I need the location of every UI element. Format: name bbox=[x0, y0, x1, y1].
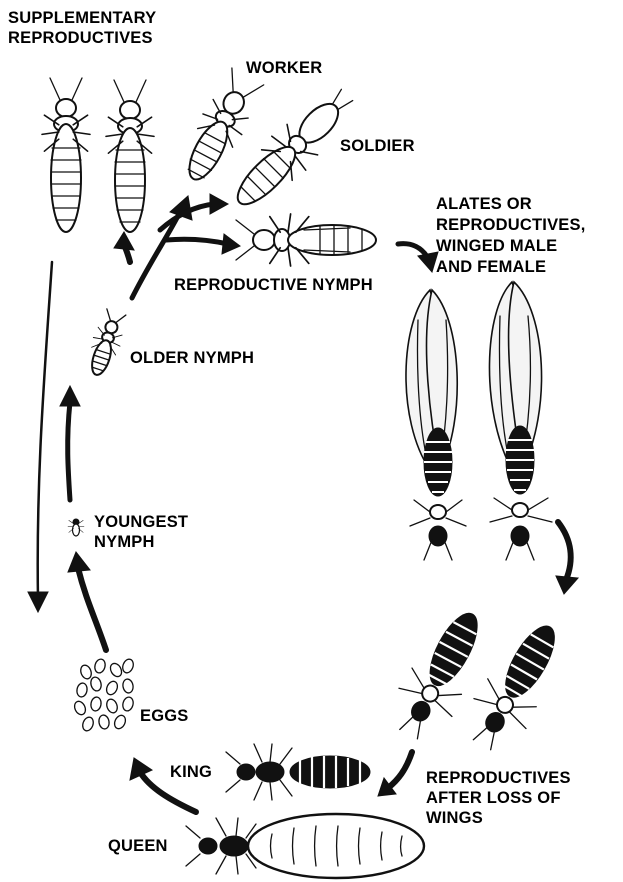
label-supplementary-reproductives: SUPPLEMENTARY REPRODUCTIVES bbox=[8, 8, 156, 48]
label-reproductives-after-loss: REPRODUCTIVES AFTER LOSS OF WINGS bbox=[426, 768, 571, 828]
dealate-left bbox=[382, 600, 499, 748]
label-king: KING bbox=[170, 762, 212, 782]
label-eggs: EGGS bbox=[140, 706, 188, 726]
label-alates: ALATES OR REPRODUCTIVES, WINGED MALE AND… bbox=[436, 194, 586, 278]
alate-male bbox=[406, 290, 466, 560]
arrow-youngest-to-older bbox=[68, 402, 70, 500]
arrow-eggs-to-youngest bbox=[78, 568, 106, 650]
label-older-nymph: OLDER NYMPH bbox=[130, 348, 254, 368]
arrow-supplementary-down bbox=[38, 262, 52, 600]
alate-female bbox=[489, 282, 552, 560]
supplementary-reproductive-left bbox=[42, 78, 90, 232]
eggs-cluster bbox=[73, 658, 136, 733]
queen-termite bbox=[186, 814, 424, 878]
king-termite bbox=[226, 744, 370, 800]
supplementary-reproductive-right bbox=[106, 80, 154, 232]
reproductive-nymph bbox=[236, 214, 376, 266]
youngest-nymph bbox=[68, 519, 84, 536]
older-nymph bbox=[83, 308, 130, 379]
label-queen: QUEEN bbox=[108, 836, 168, 856]
arrow-wingless-to-royals bbox=[388, 752, 412, 788]
label-reproductive-nymph: REPRODUCTIVE NYMPH bbox=[174, 275, 373, 295]
label-worker: WORKER bbox=[246, 58, 322, 78]
label-youngest-nymph: YOUNGEST NYMPH bbox=[94, 512, 188, 552]
arrow-alates-to-wingless bbox=[558, 522, 571, 580]
label-soldier: SOLDIER bbox=[340, 136, 415, 156]
arrow-older-to-castes bbox=[132, 212, 180, 298]
